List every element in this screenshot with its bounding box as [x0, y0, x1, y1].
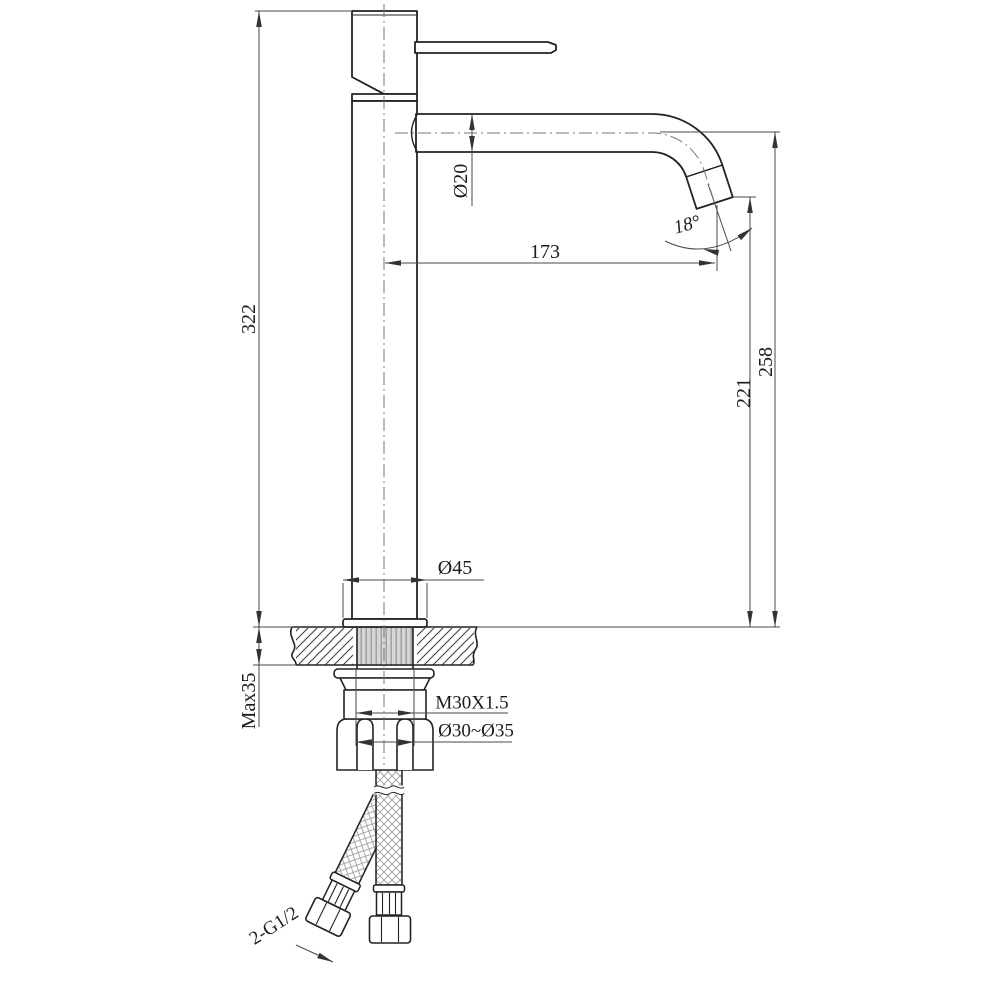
dim-label-hole-diameter-range: Ø30~Ø35	[438, 720, 514, 742]
dim-label-outlet-height: 221	[733, 378, 755, 408]
dim-label-spout-height-ref: 258	[755, 347, 777, 377]
faucet-base-flange	[342, 618, 428, 628]
dim-label-max-counter-thickness: Max35	[238, 672, 260, 730]
dim-label-total-height: 322	[238, 304, 260, 334]
spout-centerline	[395, 132, 716, 204]
dim-label-mounting-thread: M30X1.5	[435, 692, 509, 714]
dim-label-spout-diameter: Ø20	[450, 163, 472, 199]
dim-label-base-diameter: Ø45	[437, 557, 473, 579]
hose-nut-vertical	[368, 915, 412, 944]
dimension-arrowheads	[256, 11, 778, 962]
thread-shank-section	[357, 628, 413, 666]
centerlines	[383, 4, 716, 765]
dim-label-spout-reach: 173	[530, 241, 560, 263]
countertop-hatch-right	[417, 628, 474, 665]
countertop-section	[290, 626, 478, 670]
hose-nut-diagonal	[305, 896, 352, 937]
mounting-nut	[336, 689, 434, 771]
faucet-lever-handle	[414, 41, 557, 54]
countertop-hatch-left	[296, 628, 353, 665]
supply-hose-vertical	[368, 767, 412, 944]
